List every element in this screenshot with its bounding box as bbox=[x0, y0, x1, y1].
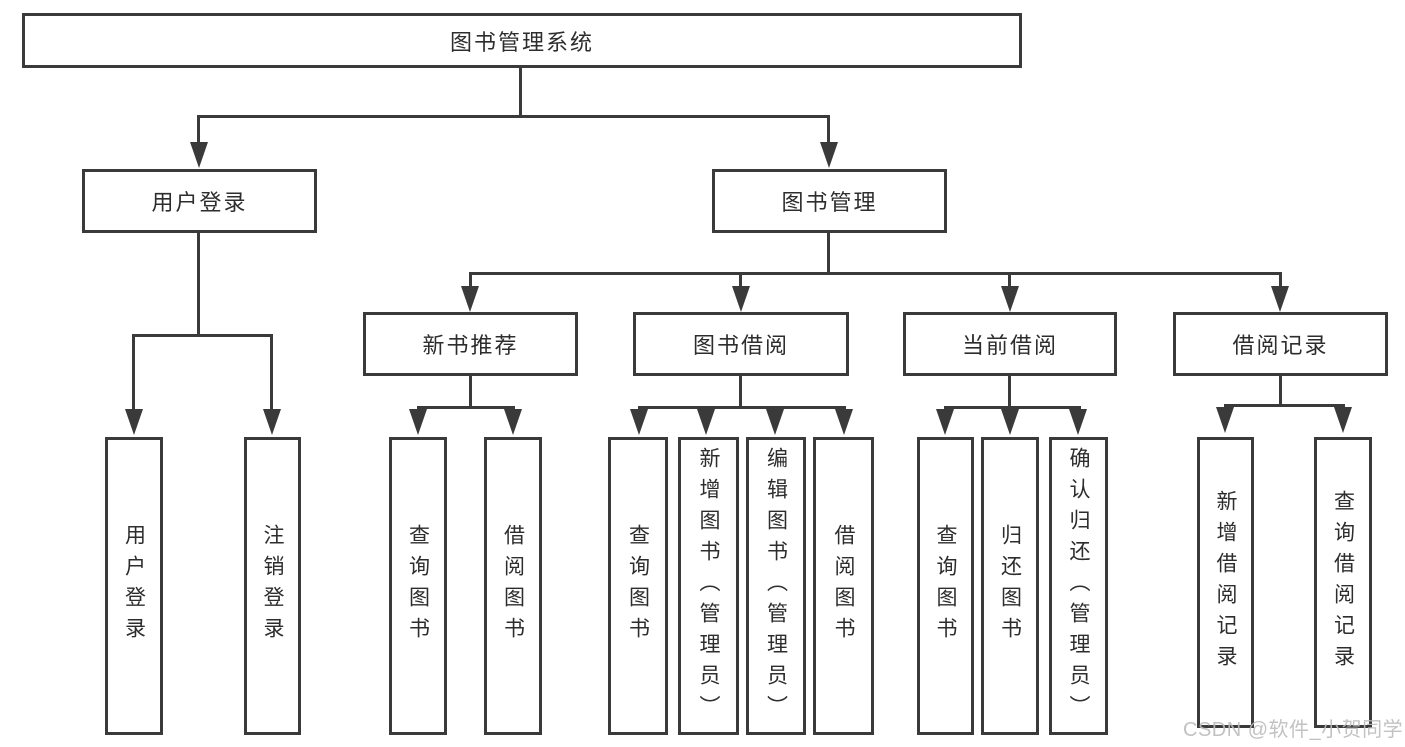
arrowhead-bb-query bbox=[630, 409, 648, 435]
arrowhead-bb-edit bbox=[766, 409, 784, 435]
leaf-query-books-current-label: 查询图书 bbox=[934, 524, 957, 648]
node-current-borrowing-label: 当前借阅 bbox=[961, 333, 1058, 358]
arrowhead-leaf-logout bbox=[263, 409, 281, 435]
arrowhead-new-book bbox=[461, 286, 479, 312]
leaf-query-books-current: 查询图书 bbox=[917, 437, 974, 735]
arrowhead-br-query bbox=[1334, 407, 1352, 433]
leaf-user-login: 用户登录 bbox=[105, 437, 163, 735]
connector-book-borrowing-bar bbox=[638, 406, 846, 409]
connector-drop-borrowing-records bbox=[1279, 272, 1282, 288]
connector-drop-book-management bbox=[827, 115, 830, 145]
leaf-query-books-borrowing: 查询图书 bbox=[608, 437, 668, 735]
csdn-watermark: CSDN @软件_小贺同学 bbox=[1183, 713, 1403, 742]
connector-new-book-stem bbox=[469, 376, 472, 409]
leaf-logout-label: 注销登录 bbox=[261, 524, 284, 648]
connector-drop-leaf-login bbox=[132, 334, 135, 411]
connector-user-login-bar bbox=[132, 334, 273, 337]
node-user-login-label: 用户登录 bbox=[151, 190, 248, 215]
connector-borrowing-records-bar bbox=[1224, 404, 1345, 407]
arrowhead-current-borrowing bbox=[1001, 286, 1019, 312]
connector-book-management-stem bbox=[827, 233, 830, 275]
arrowhead-book-management bbox=[820, 142, 838, 168]
leaf-add-borrow-record-label: 新增借阅记录 bbox=[1214, 489, 1237, 676]
node-book-management-label: 图书管理 bbox=[781, 190, 878, 215]
arrowhead-nb-borrow bbox=[504, 409, 522, 435]
arrowhead-book-borrowing bbox=[732, 286, 750, 312]
leaf-logout: 注销登录 bbox=[244, 437, 301, 735]
node-borrowing-records: 借阅记录 bbox=[1173, 312, 1388, 376]
connector-borrowing-records-stem bbox=[1279, 376, 1282, 407]
leaf-add-book-admin: 新增图书（管理员） bbox=[678, 437, 739, 735]
leaf-return-books: 归还图书 bbox=[981, 437, 1039, 735]
arrowhead-borrowing-records bbox=[1271, 286, 1289, 312]
leaf-query-borrow-record-label: 查询借阅记录 bbox=[1331, 489, 1355, 676]
arrowhead-cb-return bbox=[1001, 409, 1019, 435]
leaf-confirm-return-admin: 确认归还（管理员） bbox=[1049, 437, 1108, 735]
connector-drop-new-book bbox=[469, 272, 472, 288]
connector-new-book-bar bbox=[417, 406, 515, 409]
arrowhead-nb-query bbox=[409, 409, 427, 435]
connector-drop-current-borrowing bbox=[1008, 272, 1011, 288]
arrowhead-br-add bbox=[1216, 407, 1234, 433]
node-root-label: 图书管理系统 bbox=[449, 29, 594, 55]
arrowhead-bb-borrow bbox=[835, 409, 853, 435]
node-current-borrowing: 当前借阅 bbox=[903, 312, 1117, 376]
node-book-borrowing: 图书借阅 bbox=[633, 312, 849, 376]
leaf-borrow-books-label: 借阅图书 bbox=[832, 524, 855, 648]
node-user-login: 用户登录 bbox=[82, 169, 317, 233]
leaf-add-borrow-record: 新增借阅记录 bbox=[1197, 437, 1254, 728]
node-borrowing-records-label: 借阅记录 bbox=[1232, 333, 1329, 358]
connector-root-bar bbox=[197, 115, 830, 118]
arrowhead-cb-query bbox=[936, 409, 954, 435]
connector-drop-book-borrowing bbox=[739, 272, 742, 288]
connector-drop-user-login bbox=[197, 115, 200, 145]
node-new-book-recommend-label: 新书推荐 bbox=[422, 333, 519, 358]
leaf-borrow-books-recommend: 借阅图书 bbox=[484, 437, 542, 735]
connector-current-borrowing-stem bbox=[1008, 376, 1011, 409]
connector-user-login-stem bbox=[197, 233, 200, 337]
node-book-borrowing-label: 图书借阅 bbox=[692, 333, 789, 358]
leaf-edit-book-admin: 编辑图书（管理员） bbox=[746, 437, 806, 735]
node-root: 图书管理系统 bbox=[22, 13, 1022, 68]
leaf-add-book-admin-label: 新增图书（管理员） bbox=[697, 446, 720, 726]
leaf-borrow-books-recommend-label: 借阅图书 bbox=[501, 524, 525, 648]
arrowhead-cb-confirm bbox=[1069, 409, 1087, 435]
leaf-query-books-borrowing-label: 查询图书 bbox=[626, 524, 650, 648]
leaf-confirm-return-admin-label: 确认归还（管理员） bbox=[1067, 446, 1090, 726]
connector-drop-leaf-logout bbox=[270, 334, 273, 411]
connector-current-borrowing-bar bbox=[944, 406, 1081, 409]
leaf-edit-book-admin-label: 编辑图书（管理员） bbox=[764, 446, 788, 726]
arrowhead-user-login bbox=[190, 142, 208, 168]
leaf-query-borrow-record: 查询借阅记录 bbox=[1314, 437, 1372, 728]
csdn-watermark-text: CSDN @软件_小贺同学 bbox=[1183, 719, 1404, 741]
connector-root-stem bbox=[519, 68, 522, 118]
connector-book-management-bar bbox=[469, 272, 1282, 275]
connector-book-borrowing-stem bbox=[739, 376, 742, 409]
leaf-query-books-recommend: 查询图书 bbox=[389, 437, 447, 735]
leaf-return-books-label: 归还图书 bbox=[998, 524, 1022, 648]
node-new-book-recommend: 新书推荐 bbox=[363, 312, 578, 376]
node-book-management: 图书管理 bbox=[712, 169, 947, 233]
leaf-query-books-recommend-label: 查询图书 bbox=[406, 524, 430, 648]
leaf-borrow-books: 借阅图书 bbox=[813, 437, 874, 735]
arrowhead-leaf-login bbox=[125, 409, 143, 435]
arrowhead-bb-add bbox=[697, 409, 715, 435]
leaf-user-login-label: 用户登录 bbox=[122, 524, 146, 648]
